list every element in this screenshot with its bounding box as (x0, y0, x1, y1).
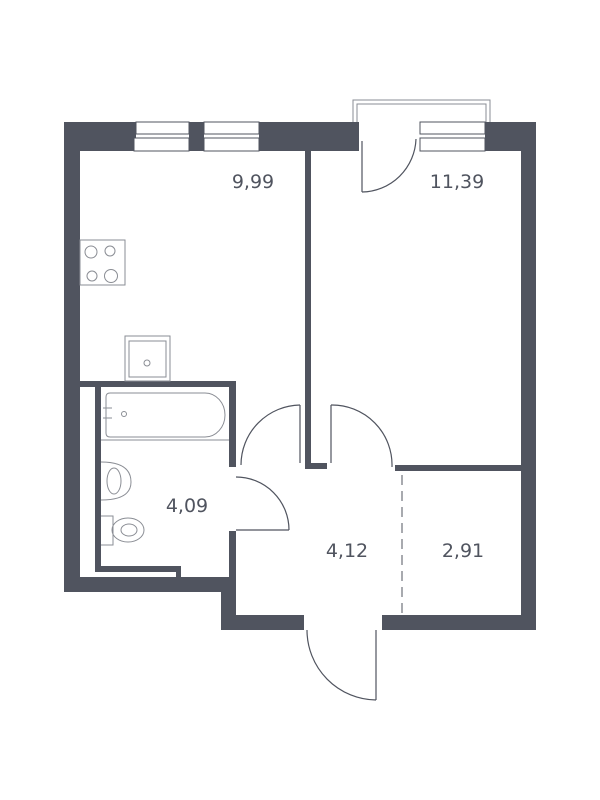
room-area-hallway: 4,12 (325, 540, 369, 562)
balcony (352, 99, 491, 122)
toilet-icon (101, 515, 145, 546)
room-area-bathroom: 4,09 (165, 495, 209, 517)
room-area-kitchen: 9,99 (231, 171, 275, 193)
room-area-bedroom: 11,39 (429, 171, 485, 193)
stove-icon (79, 239, 126, 286)
room-area-wardrobe: 2,91 (441, 540, 485, 562)
doors (235, 138, 417, 701)
bathtub-icon (101, 392, 229, 441)
walls (64, 122, 536, 630)
washbasin-icon (100, 461, 132, 501)
windows (133, 121, 486, 152)
sink-icon (124, 335, 171, 382)
